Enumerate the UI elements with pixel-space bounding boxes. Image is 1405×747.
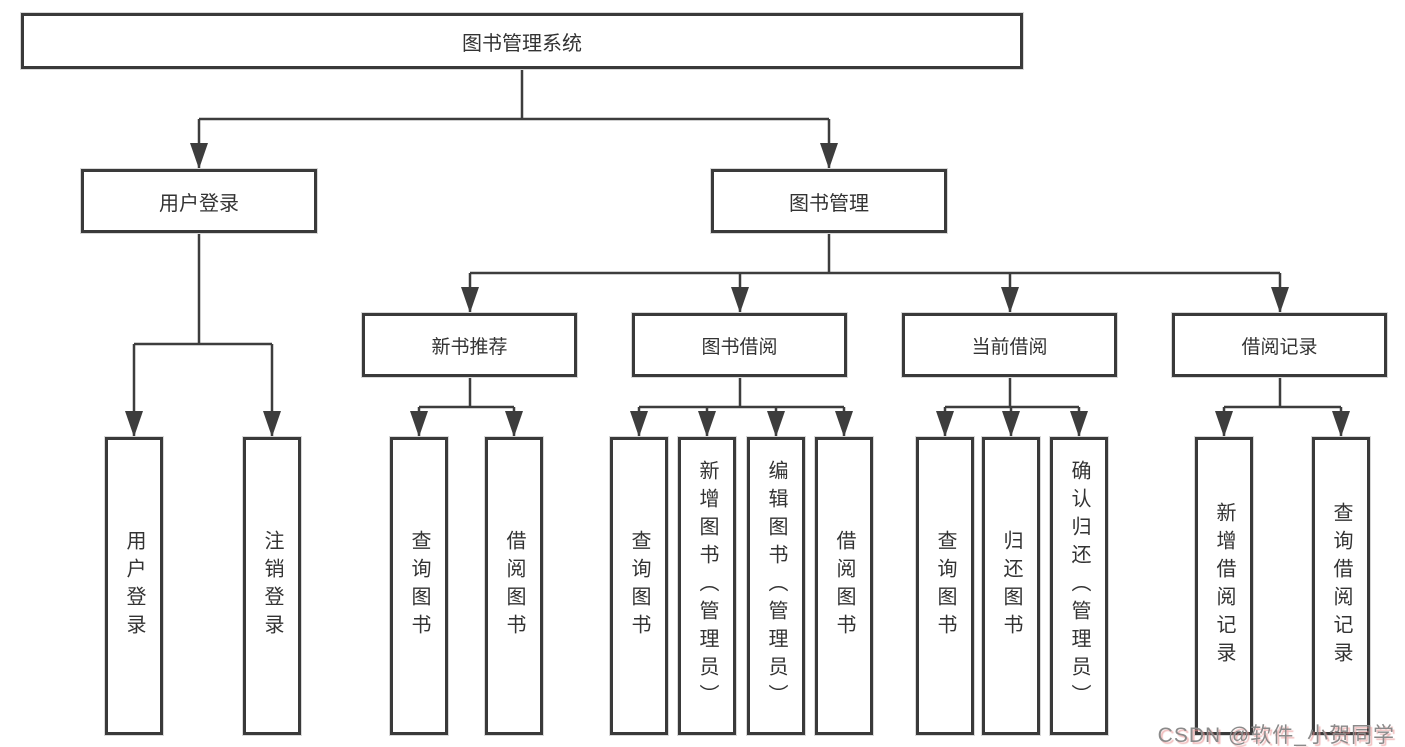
node-library-management-system: 图书管理系统 bbox=[21, 13, 1023, 69]
leaf-query-books-recommend: 查询图书 bbox=[390, 437, 448, 735]
edge-borrow-record-trunk bbox=[1224, 377, 1341, 409]
node-label: 借阅图书 bbox=[503, 530, 525, 642]
leaf-user-login: 用户登录 bbox=[105, 437, 163, 735]
edge-book-borrow-trunk bbox=[639, 377, 844, 409]
node-label: 新增图书（管理员） bbox=[696, 460, 718, 712]
leaf-confirm-return-admin: 确认归还（管理员） bbox=[1050, 437, 1108, 735]
node-label: 查询图书 bbox=[408, 530, 430, 642]
edge-new-book-trunk bbox=[419, 377, 514, 409]
node-label: 新增借阅记录 bbox=[1213, 502, 1235, 670]
node-label: 归还图书 bbox=[1000, 530, 1022, 642]
node-label: 图书管理 bbox=[789, 192, 869, 215]
node-label: 确认归还（管理员） bbox=[1068, 460, 1090, 712]
edge-root-trunk bbox=[199, 68, 829, 121]
node-book-borrow: 图书借阅 bbox=[632, 313, 847, 377]
leaf-borrow-books-recommend: 借阅图书 bbox=[485, 437, 543, 735]
csdn-watermark: CSDN @软件_小贺同学 bbox=[1157, 724, 1395, 747]
leaf-borrow-book: 借阅图书 bbox=[815, 437, 873, 735]
leaf-logout: 注销登录 bbox=[243, 437, 301, 735]
leaf-query-borrow-record: 查询借阅记录 bbox=[1312, 437, 1370, 735]
node-label: 新书推荐 bbox=[431, 336, 508, 358]
leaf-query-books-borrow: 查询图书 bbox=[610, 437, 668, 735]
edge-user-login-trunk bbox=[134, 233, 272, 346]
node-borrow-record: 借阅记录 bbox=[1172, 313, 1387, 377]
node-book-management: 图书管理 bbox=[711, 169, 947, 233]
node-label: 编辑图书（管理员） bbox=[765, 460, 787, 712]
node-label: 用户登录 bbox=[159, 192, 239, 215]
leaf-add-book-admin: 新增图书（管理员） bbox=[678, 437, 736, 735]
node-label: 查询借阅记录 bbox=[1330, 502, 1352, 670]
edge-book-mgmt-trunk bbox=[470, 233, 1280, 275]
leaf-query-books-current: 查询图书 bbox=[916, 437, 974, 735]
node-label: 借阅图书 bbox=[833, 530, 855, 642]
node-label: 查询图书 bbox=[934, 530, 956, 642]
node-label: 图书借阅 bbox=[701, 336, 778, 358]
node-label: 查询图书 bbox=[628, 530, 650, 642]
node-label: 注销登录 bbox=[261, 530, 283, 642]
node-current-borrow: 当前借阅 bbox=[902, 313, 1117, 377]
edge-current-borrow-trunk bbox=[945, 377, 1079, 409]
node-user-login: 用户登录 bbox=[81, 169, 317, 233]
node-label: 图书管理系统 bbox=[462, 32, 582, 55]
node-label: 用户登录 bbox=[123, 530, 145, 642]
node-label: 借阅记录 bbox=[1241, 336, 1318, 358]
leaf-edit-book-admin: 编辑图书（管理员） bbox=[747, 437, 805, 735]
node-new-book-recommend: 新书推荐 bbox=[362, 313, 577, 377]
leaf-return-book: 归还图书 bbox=[982, 437, 1040, 735]
node-label: 当前借阅 bbox=[971, 336, 1048, 358]
leaf-add-borrow-record: 新增借阅记录 bbox=[1195, 437, 1253, 735]
